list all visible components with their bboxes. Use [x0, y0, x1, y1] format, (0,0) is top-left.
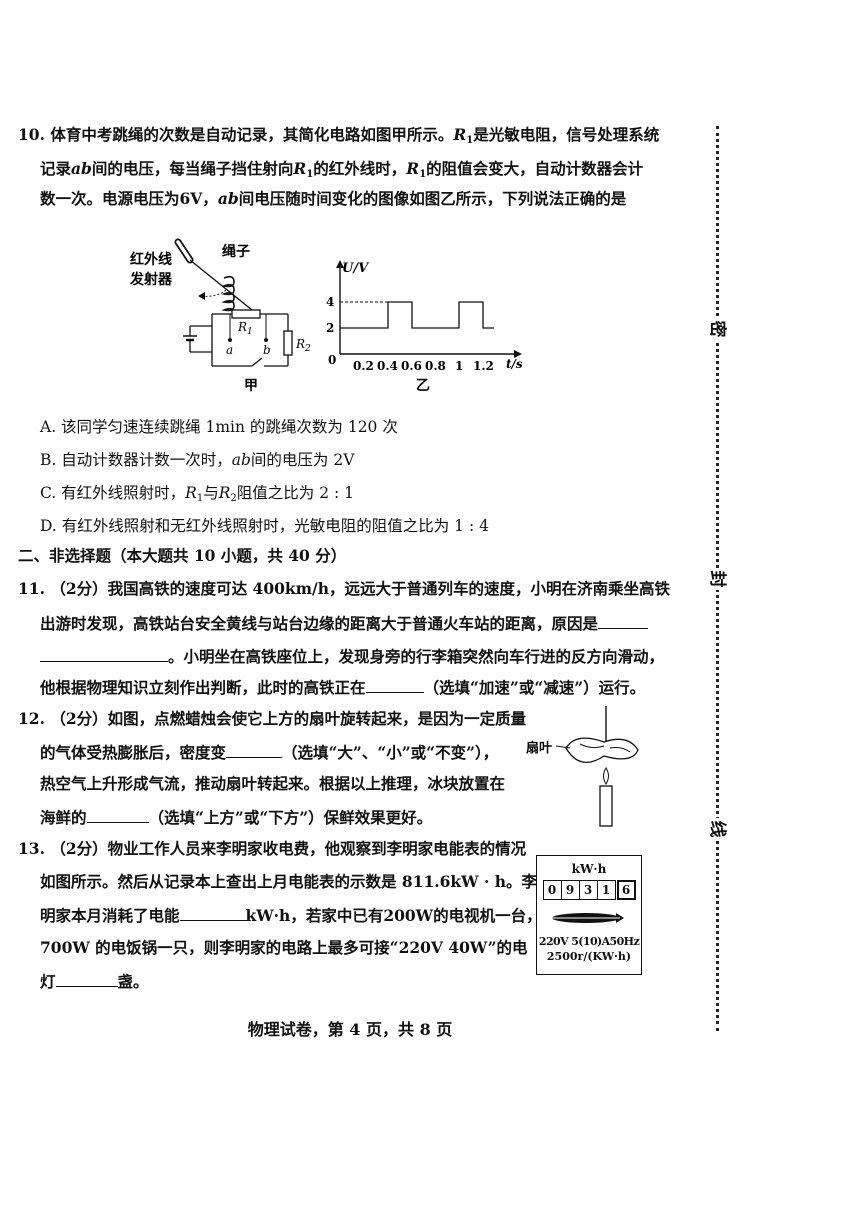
figure-jia-caption: 甲 [244, 378, 258, 394]
meter-digit-4: 1 [597, 880, 616, 900]
r1-resistor [231, 309, 261, 319]
candle-fan-figure: 扇叶 [526, 706, 639, 827]
meter-digit-3: 3 [579, 880, 598, 900]
q10-line-1: 10. 体育中考跳绳的次数是自动记录，其简化电路如图甲所示。R1是光敏电阻，信号… [18, 125, 660, 146]
meter-disc-arrow [552, 913, 624, 923]
x-tick-1: 1 [455, 359, 463, 373]
q11-line-1: 11. （2分）我国高铁的速度可达 400km/h，远远大于普通列车的速度，小明… [18, 579, 670, 598]
y-tick-4: 4 [326, 295, 334, 309]
q11-line-4: 他根据物理知识立刻作出判断，此时的高铁正在（选填“加速”或“减速”）运行。 [40, 676, 646, 697]
q13-answer-blank-1[interactable] [179, 904, 246, 921]
x-tick-0.8: 0.8 [425, 359, 446, 373]
r2-resistor [283, 330, 293, 356]
q12-line-1: 12. （2分）如图，点燃蜡烛会使它上方的扇叶旋转起来，是因为一定质量 [18, 709, 527, 728]
x-axis-label: t/s [506, 357, 523, 371]
q11-line-3: 。小明坐在高铁座位上，发现身旁的行李箱突然向车行进的反方向滑动， [40, 645, 664, 668]
terminal-b-label: b [263, 343, 271, 357]
terminal-a-label: a [226, 343, 233, 357]
y-axis-label: U/V [342, 261, 370, 276]
fan-label: 扇叶 [526, 740, 552, 756]
emitter-label-2: 发射器 [130, 271, 173, 288]
q10-line-3: 数一次。电源电压为6V，ab间电压随时间变化的图像如图乙所示，下列说法正确的是 [40, 189, 627, 208]
q12-answer-blank-2[interactable] [86, 806, 149, 823]
r1-label: R1 [237, 320, 253, 337]
meter-unit: kW·h [571, 862, 607, 876]
q11-answer-blank-1-cont[interactable] [40, 645, 168, 662]
emitter-label-1: 红外线 [130, 251, 172, 268]
q12-line-3: 热空气上升形成气流，推动扇叶转起来。根据以上推理，冰块放置在 [40, 774, 506, 793]
q13-line-5: 灯盏。 [40, 970, 149, 991]
q10-line-2: 记录ab间的电压，每当绳子挡住射向R1的红外线时，R1的阻值会变大，自动计数器会… [40, 159, 644, 180]
x-tick-0.4: 0.4 [377, 359, 398, 373]
meter-spec-2: 2500r/(KW·h) [546, 950, 632, 963]
q13-line-2: 如图所示。然后从记录本上查出上月电能表的示数是 811.6kW · h。李 [40, 872, 538, 891]
rope-label: 绳子 [222, 243, 250, 260]
candle [599, 785, 613, 827]
q13-line-1: 13. （2分）物业工作人员来李明家收电费，他观察到李明家电能表的情况 [18, 839, 527, 858]
meter-digit-5: 6 [616, 880, 636, 900]
x-tick-1.2: 1.2 [473, 359, 494, 373]
page-footer: 物理试卷，第 4 页，共 8 页 [247, 1020, 453, 1039]
meter-digits: 0 9 3 1 6 [537, 880, 641, 900]
q11-answer-blank-2[interactable] [365, 676, 424, 693]
x-tick-0.2: 0.2 [353, 359, 374, 373]
q13-answer-blank-2[interactable] [55, 970, 118, 987]
q10-option-a: A. 该同学匀速连续跳绳 1min 的跳绳次数为 120 次 [40, 418, 398, 436]
meter-spec-1: 220V 5(10)A50Hz [538, 935, 640, 948]
q11-answer-blank-1[interactable] [598, 612, 649, 629]
binding-mark-feng: 封 [706, 568, 728, 590]
figure-yi-graph: U/V t/s 0 2 4 0.2 0.4 0.6 0.8 1 1.2 乙 [326, 260, 523, 394]
binding-mark-xian: 线 [706, 818, 728, 840]
electric-meter: kW·h 0 9 3 1 6 220V 5(10)A50Hz 2500r/(KW… [536, 855, 642, 975]
q11-line-2: 出游时发现，高铁站台安全黄线与站台边缘的距离大于普通火车站的距离，原因是 [40, 612, 649, 635]
y-tick-2: 2 [326, 321, 334, 335]
q12-line-4: 海鲜的（选填“上方”或“下方”）保鲜效果更好。 [40, 806, 433, 827]
voltage-waveform [340, 301, 494, 329]
figure-jia-circuit: 红外线 发射器 绳子 R1 R2 a b 甲 [130, 238, 311, 394]
section-2-heading: 二、非选择题（本大题共 10 小题，共 40 分） [18, 546, 347, 565]
q13-line-4: 700W 的电饭锅一只，则李明家的电路上最多可接“220V 40W”的电 [40, 938, 528, 957]
q10-option-d: D. 有红外线照射和无红外线照射时，光敏电阻的阻值之比为 1 : 4 [40, 517, 489, 535]
meter-digit-2: 9 [561, 880, 580, 900]
q10-option-c: C. 有红外线照射时，R1与R2阻值之比为 2 : 1 [40, 484, 355, 504]
x-tick-0.6: 0.6 [401, 359, 422, 373]
r2-label: R2 [295, 337, 311, 354]
meter-digit-1: 0 [542, 880, 562, 900]
q12-answer-blank-1[interactable] [226, 741, 283, 758]
q10-option-b: B. 自动计数器计数一次时，ab间的电压为 2V [40, 451, 355, 469]
q12-line-2: 的气体受热膨胀后，密度变（选填“大”、“小”或“不变”）， [40, 741, 499, 762]
binding-mark-mi: 密 [706, 318, 728, 340]
origin-label: 0 [328, 353, 336, 367]
figure-yi-caption: 乙 [416, 378, 430, 394]
